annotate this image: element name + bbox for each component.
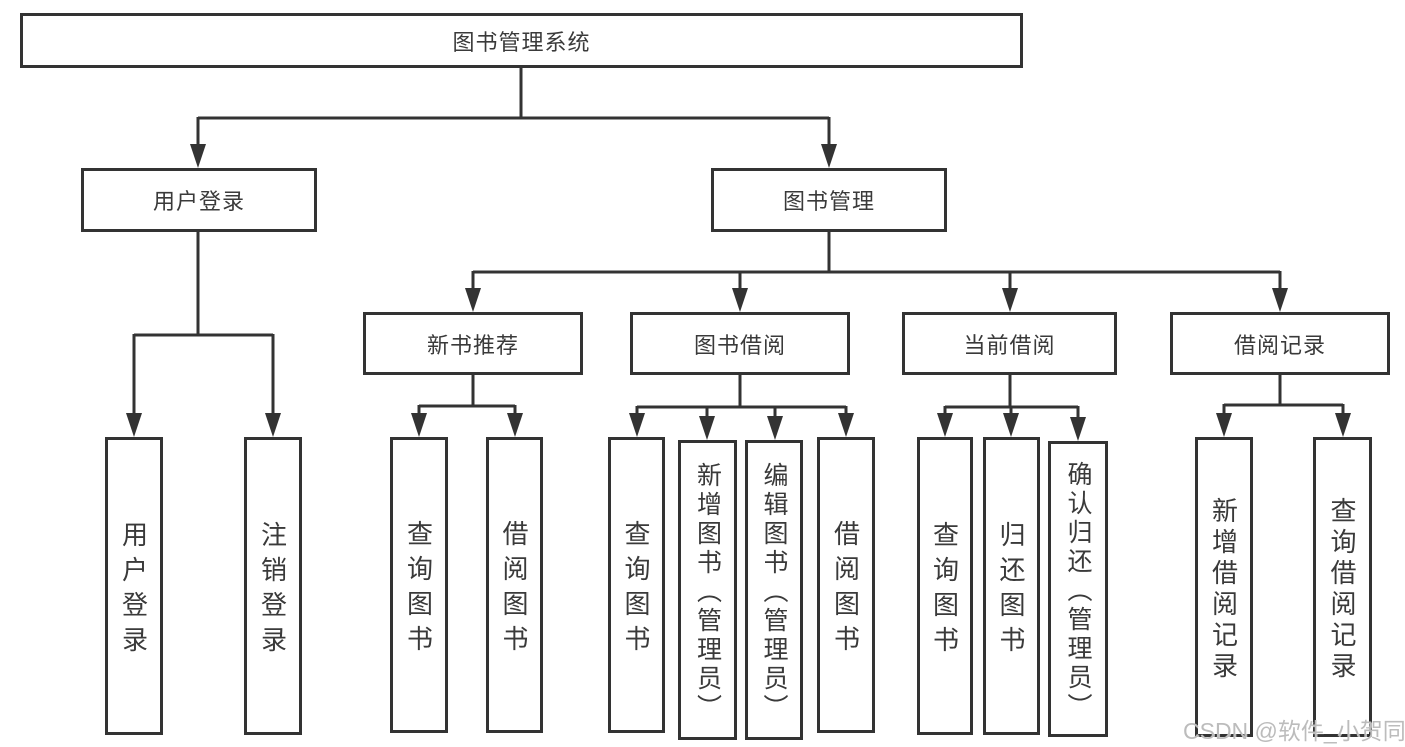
arrowhead-down-icon [507,413,523,437]
node-book-borrowing: 图书借阅 [630,312,850,375]
arrowhead-down-icon [821,144,837,168]
connector-line [196,68,831,146]
node-label: 图书借阅 [693,332,786,358]
node-new-book-recommendation: 新书推荐 [363,312,583,375]
node-user-login: 用户登录 [81,168,317,232]
connector-line [471,232,1282,290]
leaf-logout: 注销登录 [244,437,302,735]
leaf-edit-book-admin: 编辑图书（管理员） [745,440,803,740]
arrowhead-down-icon [265,413,281,437]
arrowhead-down-icon [937,413,953,437]
leaf-label: 查询图书 [403,519,434,660]
arrowhead-down-icon [699,416,715,440]
leaf-label: 查询图书 [929,520,960,661]
node-label: 用户登录 [152,189,245,214]
arrowhead-down-icon [1335,413,1351,437]
node-label: 当前借阅 [963,332,1056,358]
leaf-confirm-return-admin: 确认归还（管理员） [1048,441,1108,737]
arrowhead-down-icon [465,288,481,312]
node-library-management-system: 图书管理系统 [20,13,1023,68]
leaf-borrow-borrow-books: 借阅图书 [817,437,875,733]
node-label: 新书推荐 [426,332,519,358]
arrowhead-down-icon [838,413,854,437]
arrowhead-down-icon [190,144,206,168]
leaf-label: 注销登录 [257,520,288,661]
leaf-label: 新增借阅记录 [1208,496,1239,683]
connector-line [417,375,517,415]
leaf-label: 借阅图书 [830,519,861,660]
leaf-label: 归还图书 [996,520,1026,661]
node-label: 图书管理系统 [452,29,591,55]
leaf-newrec-borrow-books: 借阅图书 [486,437,543,733]
connector-line [635,375,848,418]
node-current-borrowing: 当前借阅 [902,312,1117,375]
leaf-add-book-admin: 新增图书（管理员） [678,440,737,740]
arrowhead-down-icon [1070,417,1086,441]
node-label: 图书管理 [782,189,875,214]
node-book-management: 图书管理 [711,168,947,232]
arrowhead-down-icon [126,413,142,437]
leaf-user-login: 用户登录 [105,437,163,735]
leaf-add-borrow-record: 新增借阅记录 [1195,437,1253,737]
leaf-label: 查询图书 [621,519,651,660]
leaf-return-books: 归还图书 [983,437,1040,735]
connector-line [943,375,1080,419]
connector-line [132,232,275,415]
arrowhead-down-icon [411,413,427,437]
arrowhead-down-icon [732,288,748,312]
arrowhead-down-icon [1002,288,1018,312]
leaf-label: 查询借阅记录 [1327,496,1357,683]
arrowhead-down-icon [1216,413,1232,437]
leaf-newrec-query-books: 查询图书 [390,437,448,733]
node-label: 借阅记录 [1233,332,1326,358]
leaf-label: 借阅图书 [499,519,529,660]
arrowhead-down-icon [1272,288,1288,312]
arrowhead-down-icon [629,413,645,437]
leaf-current-query-books: 查询图书 [917,437,973,735]
leaf-query-borrow-record: 查询借阅记录 [1313,437,1372,737]
leaf-label: 编辑图书（管理员） [760,461,788,723]
leaf-borrow-query-books: 查询图书 [608,437,665,733]
leaf-label: 用户登录 [118,520,149,661]
leaf-label: 确认归还（管理员） [1064,460,1092,722]
arrowhead-down-icon [1003,413,1019,437]
node-borrowing-records: 借阅记录 [1170,312,1390,375]
csdn-watermark: CSDN @软件_小贺同学 [1183,718,1405,744]
connector-line [1222,375,1345,415]
leaf-label: 新增图书（管理员） [693,461,722,723]
arrowhead-down-icon [767,416,783,440]
